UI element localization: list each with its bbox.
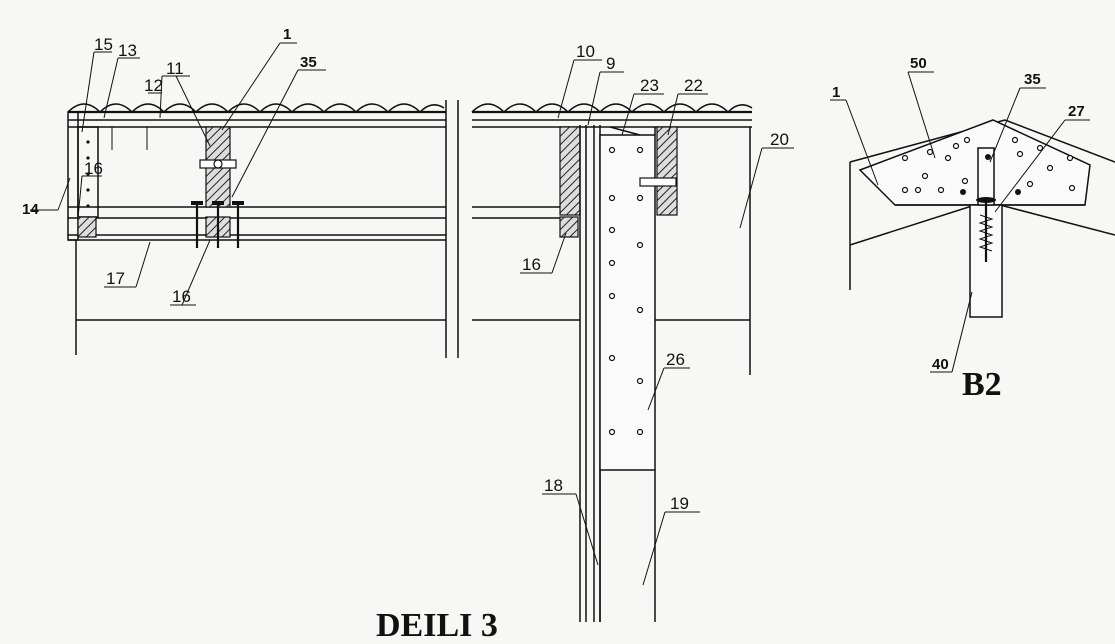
label-27: 27 bbox=[1068, 103, 1085, 120]
corrugated-roof-left bbox=[67, 103, 445, 114]
label-16-middle: 16 bbox=[522, 255, 541, 274]
label-26: 26 bbox=[666, 350, 685, 369]
label-17: 17 bbox=[106, 269, 125, 288]
label-22: 22 bbox=[684, 76, 703, 95]
label-11: 11 bbox=[166, 59, 184, 78]
label-1: 1 bbox=[283, 26, 291, 43]
labels-right: 50 35 27 1 40 bbox=[832, 55, 1085, 373]
middle-section bbox=[457, 100, 753, 622]
label-1-detail: 1 bbox=[832, 84, 840, 101]
label-16-lower: 16 bbox=[172, 287, 191, 306]
label-18: 18 bbox=[544, 476, 563, 495]
label-35: 35 bbox=[300, 54, 317, 71]
left-leaders bbox=[30, 42, 326, 306]
label-19: 19 bbox=[670, 494, 689, 513]
label-14: 14 bbox=[22, 201, 39, 218]
drawing-title: DEILI 3 bbox=[376, 607, 498, 644]
middle-leaders bbox=[520, 59, 794, 586]
label-23: 23 bbox=[640, 76, 659, 95]
detail-b2 bbox=[849, 119, 1115, 318]
labels-middle: 10 9 23 22 20 16 26 18 19 bbox=[522, 42, 789, 513]
label-12: 12 bbox=[144, 76, 163, 95]
label-9: 9 bbox=[606, 54, 615, 73]
corrugated-roof-middle bbox=[471, 103, 753, 114]
left-section bbox=[67, 100, 447, 358]
labels-left: 15 13 12 11 1 35 14 16 17 16 bbox=[22, 26, 317, 306]
label-50: 50 bbox=[910, 55, 927, 72]
right-leaders bbox=[830, 71, 1090, 373]
label-13: 13 bbox=[118, 41, 137, 60]
detail-label-b2: B2 bbox=[962, 366, 1002, 403]
label-10: 10 bbox=[576, 42, 595, 61]
label-40: 40 bbox=[932, 356, 949, 373]
label-16-upper: 16 bbox=[84, 159, 103, 178]
label-35-detail: 35 bbox=[1024, 71, 1041, 88]
label-15: 15 bbox=[94, 35, 113, 54]
label-20: 20 bbox=[770, 130, 789, 149]
